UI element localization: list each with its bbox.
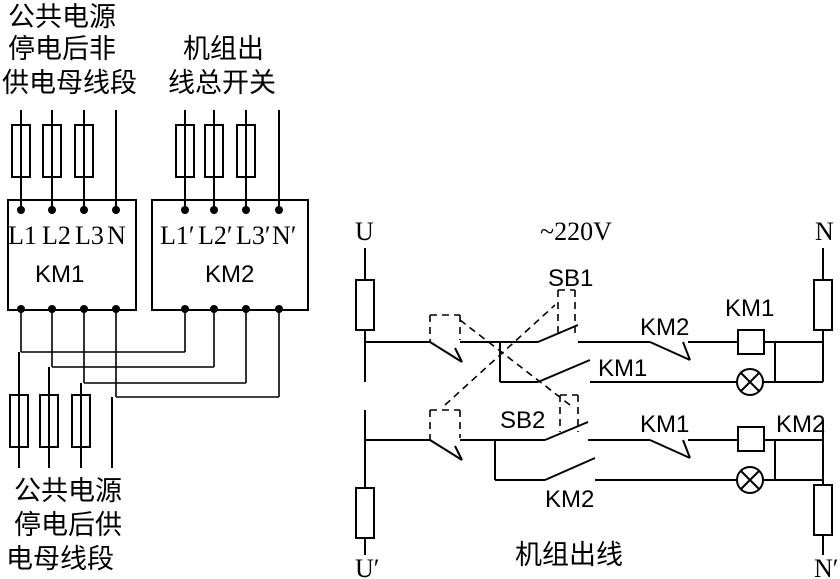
row2-circuit	[499, 342, 823, 396]
fuse	[74, 124, 94, 178]
terminal-label: L3′	[236, 221, 271, 250]
fuse	[39, 394, 59, 448]
km2-nc-label: KM2	[640, 314, 689, 341]
terminal-n-prime: N′	[814, 554, 838, 579]
terminal-label: L1′	[160, 221, 195, 250]
row4-circuit	[494, 440, 823, 494]
terminal-u-prime: U′	[355, 554, 379, 579]
top-right-caption: 机组出 线总开关	[168, 34, 276, 99]
caption-line: 电母线段	[6, 544, 114, 575]
fuse	[175, 124, 195, 178]
km2-input-fuses	[175, 110, 283, 214]
caption-line: 公共电源	[14, 476, 122, 507]
km1-coil	[737, 329, 765, 355]
caption-line: 停电后非	[8, 34, 116, 65]
sb2-label: SB2	[500, 407, 545, 434]
caption-line: 供电母线段	[2, 68, 137, 99]
terminal-label: L3	[75, 221, 104, 250]
diagram-caption: 机组出线	[515, 540, 623, 571]
fuse	[71, 394, 91, 448]
terminal-u: U	[355, 217, 374, 246]
fuse	[813, 279, 833, 331]
km1-nc-label: KM1	[640, 411, 689, 438]
fuse	[813, 484, 833, 536]
caption-line: 线总开关	[168, 68, 276, 99]
bottom-caption: 公共电源 停电后供 电母线段	[6, 476, 122, 575]
fuse	[11, 124, 31, 178]
terminal-label: L2	[42, 221, 71, 250]
left-rail	[355, 248, 375, 555]
fuse	[236, 124, 256, 178]
mechanical-link	[444, 304, 571, 406]
fuse	[355, 487, 375, 539]
left-panel: 公共电源 停电后非 供电母线段 机组出 线总开关	[2, 2, 309, 575]
top-left-caption: 公共电源 停电后非 供电母线段	[2, 2, 137, 99]
fuse	[9, 394, 29, 448]
voltage-label: ~220V	[540, 217, 612, 246]
row1-circuit	[365, 289, 823, 363]
sb1-label: SB1	[548, 265, 593, 292]
terminal-n: N	[815, 217, 834, 246]
km2-coil-label: KM2	[776, 411, 825, 438]
terminal-label: N′	[272, 221, 296, 250]
km1-coil-label: KM1	[725, 295, 774, 322]
km2-holding-label: KM2	[545, 486, 594, 513]
km2-contactor: L1′ L2′ L3′ N′ KM2	[151, 199, 309, 313]
contactor-label: KM2	[205, 261, 254, 288]
right-panel: U ~220V N U′ N′	[355, 217, 838, 579]
terminal-label: N	[107, 221, 126, 250]
output-wiring	[9, 309, 280, 468]
row3-circuit	[365, 394, 823, 461]
terminal-label: L2′	[198, 221, 233, 250]
fuse	[42, 124, 62, 178]
fuse	[355, 279, 375, 331]
km1-contactor: L1 L2 L3 N KM1	[7, 199, 137, 313]
caption-line: 机组出	[183, 34, 264, 65]
right-rail	[813, 248, 833, 555]
km1-input-fuses	[11, 110, 120, 214]
km1-holding-label: KM1	[598, 355, 647, 382]
km2-coil	[737, 426, 765, 452]
contactor-label: KM1	[35, 261, 84, 288]
caption-line: 停电后供	[14, 510, 122, 541]
caption-line: 公共电源	[8, 2, 116, 33]
fuse	[204, 124, 224, 178]
terminal-label: L1	[8, 221, 37, 250]
